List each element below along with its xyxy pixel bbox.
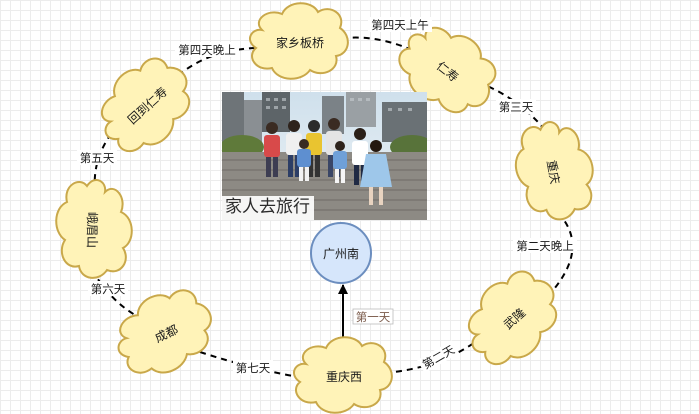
node-cqwest-label: 重庆西	[326, 370, 362, 384]
node-jiaxiang-label: 家乡板桥	[276, 35, 324, 50]
photo-caption: 家人去旅行	[222, 196, 314, 220]
edge-wulong-to-chongqing[interactable]	[548, 215, 573, 296]
edge-label-e3: 第二天晚上	[513, 238, 577, 253]
edge-label-e4: 第三天	[496, 99, 536, 114]
edge-label-e1: 第一天	[353, 309, 393, 324]
edge-label-e6-text: 第四天晚上	[178, 43, 236, 57]
edge-label-e8-text: 第六天	[91, 282, 126, 296]
node-guangzhou[interactable]: 广州南	[311, 223, 371, 283]
edge-label-e7: 第五天	[77, 150, 117, 165]
edge-label-e6: 第四天晚上	[175, 42, 239, 57]
node-jiaxiang[interactable]: 家乡板桥	[250, 3, 348, 79]
edge-label-e5: 第四天上午	[368, 17, 432, 32]
node-emeishan-label: 峨眉山	[85, 212, 99, 248]
edge-label-e3-text: 第二天晚上	[516, 239, 574, 253]
edge-label-e7-text: 第五天	[80, 151, 115, 165]
edge-label-e9: 第七天	[233, 360, 273, 375]
edge-label-e2-text: 第二天	[420, 342, 457, 372]
family-travel-photo: 家人去旅行	[222, 92, 427, 220]
edge-label-e2: 第二天	[417, 340, 459, 373]
edge-label-e4-text: 第三天	[499, 100, 534, 114]
edge-label-e5-text: 第四天上午	[371, 18, 429, 32]
edge-label-e1-text: 第一天	[356, 310, 391, 324]
node-chongqing[interactable]: 重庆	[509, 116, 600, 226]
node-cqwest[interactable]: 重庆西	[294, 337, 392, 413]
node-guangzhou-label: 广州南	[323, 246, 359, 261]
edge-label-e8: 第六天	[88, 281, 128, 296]
edge-label-e9-text: 第七天	[236, 361, 271, 375]
node-emeishan[interactable]: 峨眉山	[56, 180, 132, 278]
node-wulong[interactable]: 武隆	[451, 257, 574, 379]
